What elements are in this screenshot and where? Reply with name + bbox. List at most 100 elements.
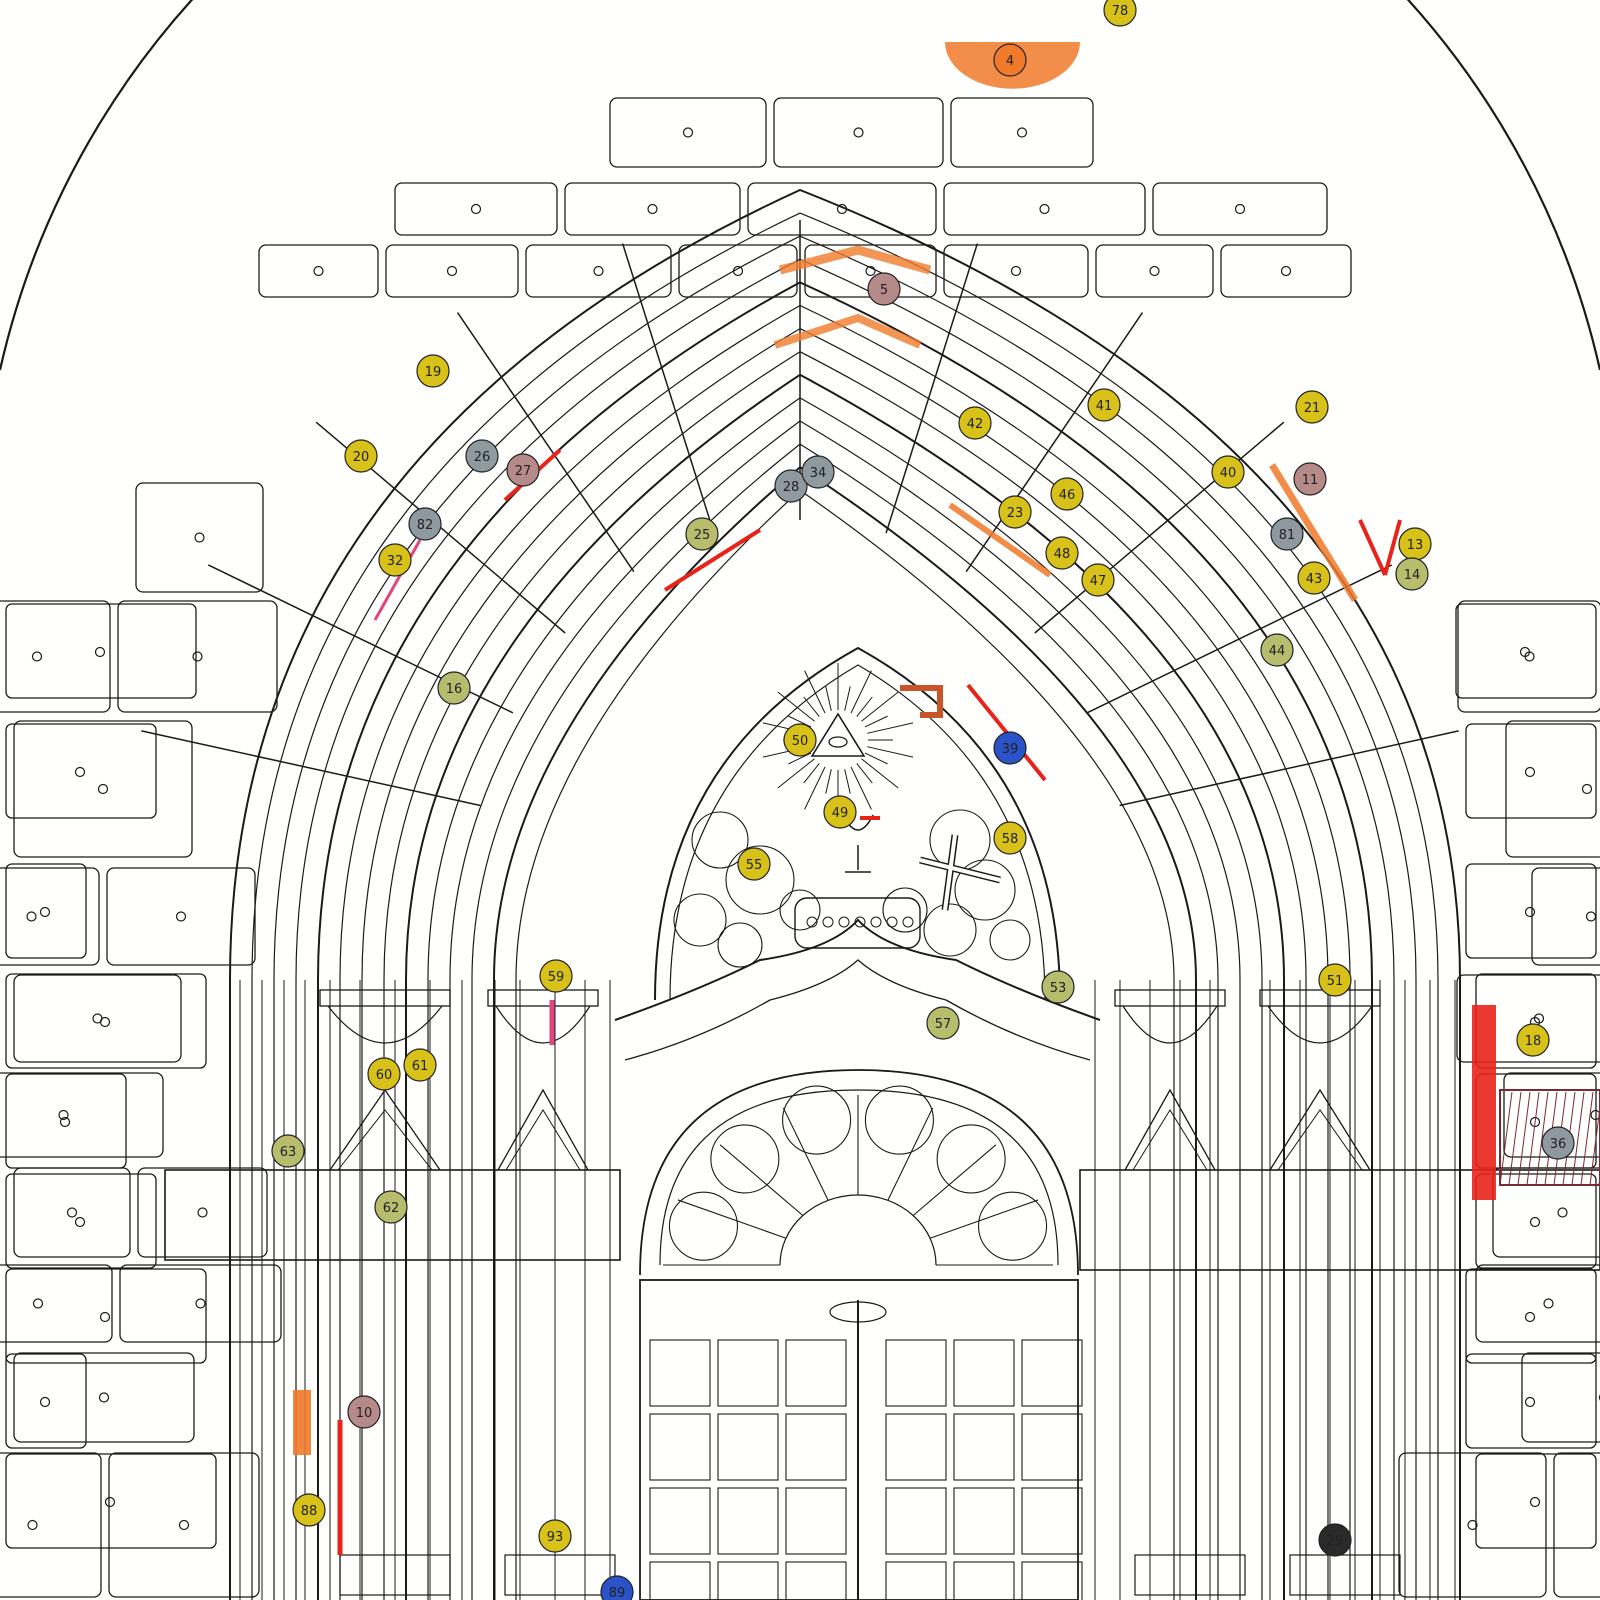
glory-ray: [861, 758, 899, 789]
fanlight-inner: [659, 1089, 1059, 1266]
tympanum-relief: [654, 646, 1061, 1001]
marker-badge: [993, 43, 1027, 77]
altar-ornament: [902, 916, 914, 928]
marker-badge: [374, 1190, 408, 1224]
door-panel-right: [953, 1413, 1015, 1481]
marker-label: 25: [694, 528, 711, 543]
block-mark: [1234, 203, 1246, 215]
impost-band-left: [164, 1169, 621, 1261]
ashlar-block: [5, 603, 197, 699]
orange-band-right: [1269, 463, 1358, 602]
canopy-gable-inner: [505, 1109, 581, 1171]
marker-label: 19: [425, 365, 442, 380]
ashlar-block: [108, 1452, 260, 1598]
archivolt-moulding: [515, 489, 1175, 1600]
ashlar-block: [1475, 1173, 1597, 1269]
block-mark: [58, 1109, 69, 1121]
marker-57: 57: [926, 1006, 960, 1040]
ashlar-block: [1521, 1352, 1600, 1443]
voussoir-joint: [965, 312, 1144, 573]
cloud-relief: [691, 811, 749, 869]
door-panel-right: [1021, 1561, 1083, 1600]
block-mark: [94, 646, 106, 658]
door-panel-right: [1021, 1487, 1083, 1555]
marker-42: 42: [958, 406, 992, 440]
block-mark: [74, 1216, 86, 1228]
canopy-gable: [1124, 1088, 1216, 1171]
marker-badge: [801, 455, 835, 489]
archivolt-moulding: [405, 373, 1285, 1600]
ashlar-block: [1455, 603, 1597, 699]
glory-ray: [804, 766, 826, 810]
marker-61: 61: [403, 1048, 437, 1082]
voussoir-joint: [141, 730, 481, 807]
door-panel-left: [717, 1339, 779, 1407]
marker-badge: [1297, 561, 1331, 595]
marker-badge: [1260, 633, 1294, 667]
marker-label: 18: [1525, 1034, 1542, 1049]
archivolt-moulding: [493, 465, 1197, 1600]
block-mark: [74, 766, 86, 778]
marker-label: 53: [1050, 981, 1067, 996]
marker-47: 47: [1081, 563, 1115, 597]
capital-abacus: [319, 989, 451, 1007]
ashlar-block: [1465, 1268, 1597, 1364]
outer-arch-outline: [0, 0, 1600, 371]
block-mark: [31, 651, 43, 662]
marker-20: 20: [344, 439, 378, 473]
block-mark: [1585, 911, 1597, 922]
fanlight-spoke: [929, 1199, 1039, 1239]
marker-label: 61: [412, 1059, 429, 1074]
canopy-gable: [497, 1088, 589, 1171]
marker-badge: [539, 959, 573, 993]
voussoir-joint: [1034, 421, 1285, 634]
ashlar-block: [0, 1072, 164, 1158]
block-mark: [195, 1298, 206, 1309]
hatch-stroke: [1526, 1091, 1540, 1186]
marker-label: 10: [356, 1406, 373, 1421]
marker-60: 60: [367, 1057, 401, 1091]
ogee-hood: [614, 918, 1101, 1021]
glory-ray: [844, 686, 851, 711]
ashlar-block: [5, 1268, 207, 1364]
block-mark: [313, 265, 324, 277]
ashlar-block: [106, 867, 256, 966]
voussoir-joint: [885, 243, 979, 534]
pink-crack-left: [373, 539, 422, 621]
hatch-stroke: [1517, 1091, 1531, 1186]
door-panel-left: [649, 1339, 711, 1407]
ashlar-block: [678, 244, 798, 298]
marker-label: 51: [1327, 974, 1344, 989]
marker-label: 43: [1306, 572, 1323, 587]
marker-badge: [1103, 0, 1137, 27]
block-mark: [470, 203, 482, 215]
block-mark: [39, 1396, 51, 1408]
marker-badge: [993, 821, 1027, 855]
capital-abacus: [487, 989, 599, 1007]
ashlar-block: [394, 182, 558, 236]
marker-label: 60: [376, 1068, 393, 1083]
marker-badge: [737, 847, 771, 881]
marker-badge: [774, 469, 808, 503]
ashlar-block: [5, 723, 157, 819]
ashlar-block: [950, 97, 1094, 168]
ogee-hood-inner: [624, 959, 1091, 1061]
marker-41: 41: [1087, 388, 1121, 422]
block-mark: [99, 1016, 111, 1028]
hatch-stroke: [1535, 1091, 1549, 1186]
door-capital: [829, 1301, 887, 1323]
ashlar-block: [773, 97, 944, 168]
orange-band-mid: [948, 502, 1052, 578]
marker-58: 58: [993, 821, 1027, 855]
block-mark: [682, 127, 694, 138]
ashlar-block: [117, 600, 278, 713]
ashlar-block: [13, 720, 193, 858]
marker-label: 89: [609, 1586, 626, 1600]
capital-bell: [327, 1005, 443, 1044]
ashlar-block: [13, 974, 182, 1063]
voussoir-joint: [1119, 730, 1459, 807]
marker-23: 23: [998, 495, 1032, 529]
ashlar-block: [5, 1173, 157, 1269]
marker-badge: [367, 1057, 401, 1091]
